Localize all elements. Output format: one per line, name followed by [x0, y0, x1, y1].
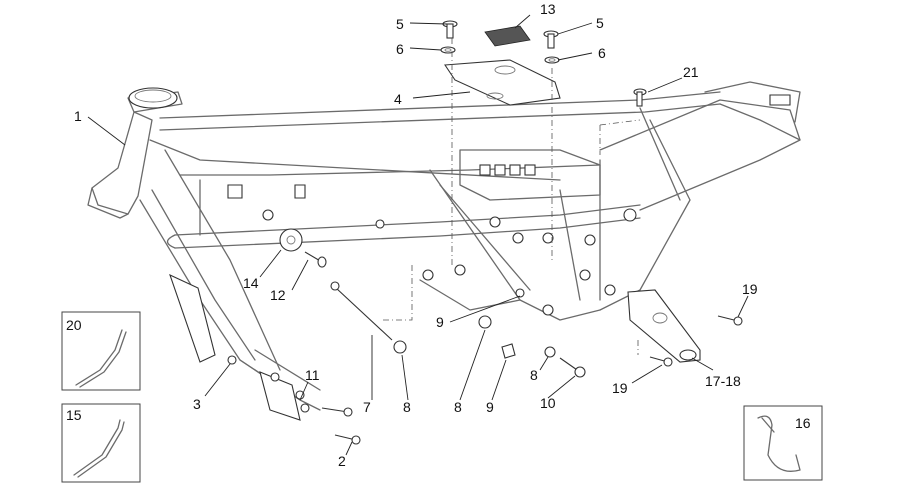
- callout-4: 4: [394, 91, 402, 107]
- washer-8-lower: [544, 346, 556, 358]
- callout-16: 16: [795, 415, 811, 431]
- callout-20: 20: [66, 317, 82, 333]
- callout-19-lower: 19: [612, 380, 628, 396]
- callout-12: 12: [270, 287, 286, 303]
- callout-6-right: 6: [598, 45, 606, 61]
- callout-19-upper: 19: [742, 281, 758, 297]
- callout-3: 3: [193, 396, 201, 412]
- callout-labels: 1 2 3 4 5 5 6 6 7 8 8 8 9 9 10 11 12 13 …: [66, 1, 811, 469]
- callout-10: 10: [540, 395, 556, 411]
- bolt-19-upper: [717, 315, 743, 326]
- washer-6-right: [544, 56, 560, 64]
- nut-9-lower: [501, 343, 516, 359]
- callout-5-right: 5: [596, 15, 604, 31]
- callout-8-c: 8: [530, 367, 538, 383]
- bolt-21: [633, 88, 647, 107]
- callout-17-18: 17-18: [705, 373, 741, 389]
- callout-6-left: 6: [396, 41, 404, 57]
- inset-box-15: [61, 403, 141, 483]
- long-bolt-7: [330, 281, 407, 354]
- bolt-19-lower: [649, 356, 673, 367]
- washer-6-left: [440, 46, 456, 54]
- callout-7: 7: [363, 399, 371, 415]
- alignment-lines: [380, 38, 641, 355]
- bolts-2: [321, 407, 361, 445]
- leader-lines: [87, 14, 749, 456]
- inset-box-16: [743, 405, 823, 481]
- callout-8-a: 8: [403, 399, 411, 415]
- callout-14: 14: [243, 275, 259, 291]
- callout-5-left: 5: [396, 16, 404, 32]
- callout-13: 13: [540, 1, 556, 17]
- motorcycle-frame: [87, 81, 801, 421]
- bolt-5-right: [543, 30, 559, 49]
- callout-2: 2: [338, 453, 346, 469]
- callout-9-b: 9: [486, 399, 494, 415]
- spacer-14: [279, 228, 303, 252]
- bolt-10: [559, 357, 586, 378]
- bracket-17-18: [627, 289, 701, 363]
- callout-15: 15: [66, 407, 82, 423]
- inset-box-20: [61, 311, 141, 391]
- bracket-plate-4: [444, 59, 561, 106]
- callout-11: 11: [305, 367, 320, 383]
- bolt-12: [304, 251, 327, 268]
- callout-1: 1: [74, 108, 82, 124]
- callout-8-b: 8: [454, 399, 462, 415]
- callout-9-a: 9: [436, 314, 444, 330]
- callout-21: 21: [683, 64, 699, 80]
- pad-13: [484, 25, 531, 47]
